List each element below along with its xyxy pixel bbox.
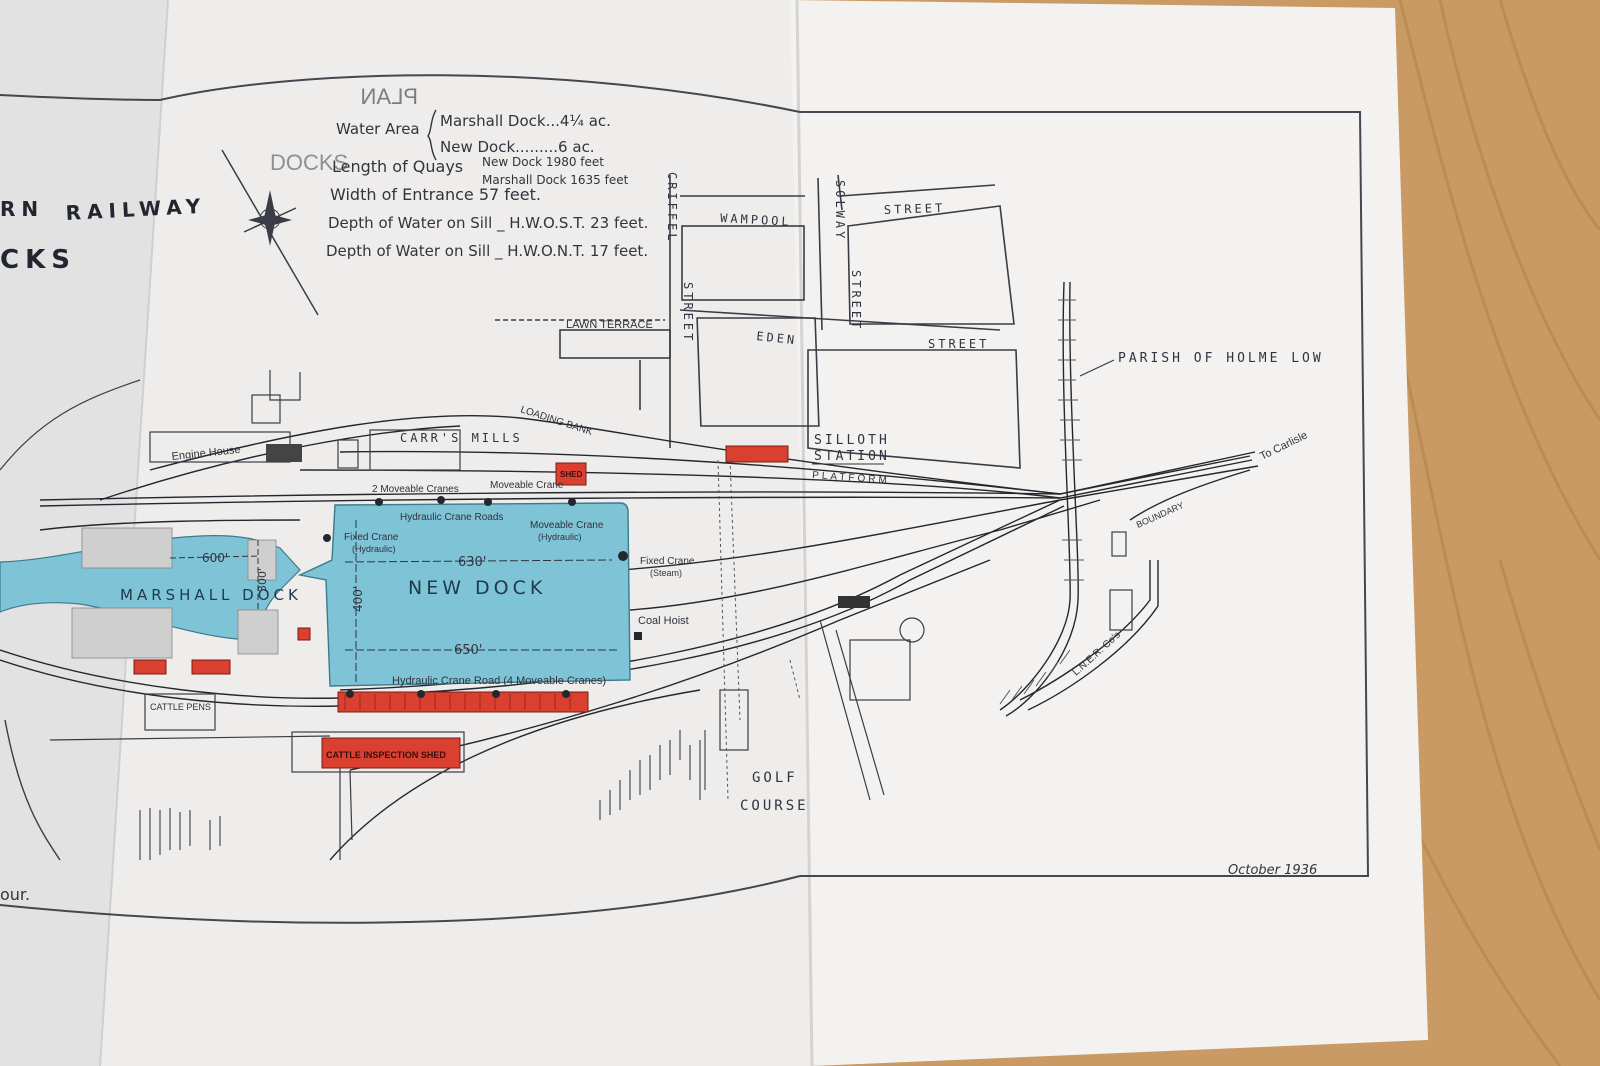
new-dock-water: [297, 502, 631, 687]
station-building: [725, 445, 789, 463]
platform-label: PLATFORM: [812, 470, 890, 486]
railway-tracks: [0, 414, 1259, 861]
crane-dot: [375, 498, 383, 506]
street-wampool-street: STREET: [884, 201, 946, 217]
page-fold: [795, 0, 814, 1066]
cattle-inspection-shed-block: [321, 737, 461, 769]
fixed-hydraulic-label-1: Fixed Crane: [344, 532, 399, 543]
dim-300: 300': [256, 568, 269, 592]
quay-hatching: [71, 527, 279, 659]
street-solway: SOLWAY: [833, 180, 847, 241]
dim-600: 600': [202, 551, 228, 565]
hedge-marks: [139, 730, 706, 860]
compass-rose-icon: [221, 149, 319, 316]
course-label: COURSE: [740, 798, 809, 814]
golf-label: GOLF: [752, 770, 798, 786]
shed-label: SHED: [560, 470, 582, 479]
station-label-1: SILLOTH: [814, 433, 890, 448]
map-date: October 1936: [1228, 863, 1317, 878]
right-page: [790, 0, 1428, 1066]
wood-grain: [1358, 0, 1600, 1066]
street-eden: EDEN: [756, 329, 798, 347]
shed-block: [555, 462, 587, 486]
other-buildings: [49, 370, 1133, 860]
marshall-dock-label: MARSHALL DOCK: [120, 586, 302, 604]
engine-house-block: [266, 444, 302, 462]
dim-400: 400': [351, 586, 365, 612]
legend-depth-hwost: Depth of Water on Sill _ H.W.O.S.T. 23 f…: [328, 214, 648, 233]
street-wampool: WAMPOOL: [720, 211, 792, 229]
lner-line: [999, 281, 1159, 717]
crane-dot: [323, 534, 331, 542]
crane-dot: [562, 690, 570, 698]
lock-house: [297, 627, 311, 641]
two-moveable-cranes-label: 2 Moveable Cranes: [372, 484, 459, 495]
legend-brace: [427, 109, 437, 161]
ner-building: [838, 596, 870, 608]
parish-pointer: [1079, 359, 1115, 377]
small-red-shed-1: [133, 659, 167, 675]
moveable-hydraulic-label-1: Moveable Crane: [530, 520, 604, 531]
station-label-2: STATION: [814, 449, 890, 464]
new-dock-label: NEW DOCK: [408, 577, 546, 599]
dim-650: 650': [454, 643, 482, 658]
street-solway-street: STREET: [849, 270, 863, 331]
legend-water-area: Water Area: [336, 120, 420, 138]
golf-boundary: [717, 459, 801, 801]
street-eden-street: STREET: [928, 337, 989, 351]
parish-label: PARISH OF HOLME LOW: [1118, 351, 1324, 366]
harbour-fragment: our.: [0, 885, 30, 904]
coal-hoist-marker: [634, 632, 642, 640]
plan-label: PLAN: [361, 84, 418, 109]
carrs-mills-label: CARR'S MILLS: [400, 431, 523, 445]
title-fragment-3: CKS: [0, 245, 76, 275]
legend-marshall-dock-area: Marshall Dock...4¼ ac.: [440, 112, 611, 130]
crane-markers: [323, 496, 642, 698]
cattle-pens-label: CATTLE PENS: [150, 702, 211, 712]
crane-dot: [618, 551, 628, 561]
crane-dot: [492, 690, 500, 698]
street-criffel-street: STREET: [681, 282, 695, 343]
title-fragment-1: RN: [0, 197, 44, 221]
hydraulic-crane-roads-label: Hydraulic Crane Roads: [400, 512, 503, 523]
red-buildings: [133, 445, 789, 769]
street-blocks: [495, 174, 1021, 469]
legend-length-of-quays: Length of Quays: [332, 157, 463, 176]
crane-dot: [346, 690, 354, 698]
docks-label: DOCKS: [270, 150, 348, 175]
dimension-labels: 600' 630' 650' 400' 300': [202, 551, 486, 658]
legend-depth-hwont: Depth of Water on Sill _ H.W.O.N.T. 17 f…: [326, 242, 648, 261]
crane-dot: [484, 498, 492, 506]
ner-label: L.N.E.R.: [844, 601, 871, 608]
moveable-crane-top-label: Moveable Crane: [490, 480, 564, 491]
cattle-shed-label: CATTLE INSPECTION SHED: [326, 750, 446, 760]
crane-dot: [417, 690, 425, 698]
shed-hatch: [344, 694, 571, 710]
coastline-2: [0, 379, 141, 471]
coal-hoist-label: Coal Hoist: [638, 615, 689, 627]
crane-dot: [437, 496, 445, 504]
crane-dot: [568, 498, 576, 506]
legend-new-dock-quay: New Dock 1980 feet: [482, 155, 604, 169]
legend-width-of-entrance: Width of Entrance 57 feet.: [330, 185, 541, 204]
coastline: [4, 719, 61, 861]
lner-ties: [999, 299, 1084, 705]
crane-labels: 2 Moveable Cranes Moveable Crane Hydraul…: [344, 480, 695, 687]
moveable-hydraulic-label-2: (Hydraulic): [538, 532, 582, 542]
legend: Water Area Marshall Dock...4¼ ac. New Do…: [326, 109, 648, 261]
legend-marshall-dock-quay: Marshall Dock 1635 feet: [482, 173, 629, 187]
fixed-steam-label-1: Fixed Crane: [640, 556, 695, 567]
street-criffel: CRIFFEL: [665, 172, 679, 244]
street-lawn-terrace: LAWN TERRACE: [566, 319, 653, 331]
fixed-hydraulic-label-2: (Hydraulic): [352, 544, 396, 554]
crane-road-label: Hydraulic Crane Road (4 Moveable Cranes): [392, 675, 606, 687]
fixed-steam-label-2: (Steam): [650, 568, 682, 578]
dim-630: 630': [458, 555, 486, 570]
dimension-lines: [169, 520, 620, 684]
map-frame: [0, 74, 1370, 924]
crane-road-shed: [337, 691, 589, 713]
legend-new-dock-area: New Dock.........6 ac.: [440, 138, 595, 156]
small-red-shed-2: [191, 659, 231, 675]
